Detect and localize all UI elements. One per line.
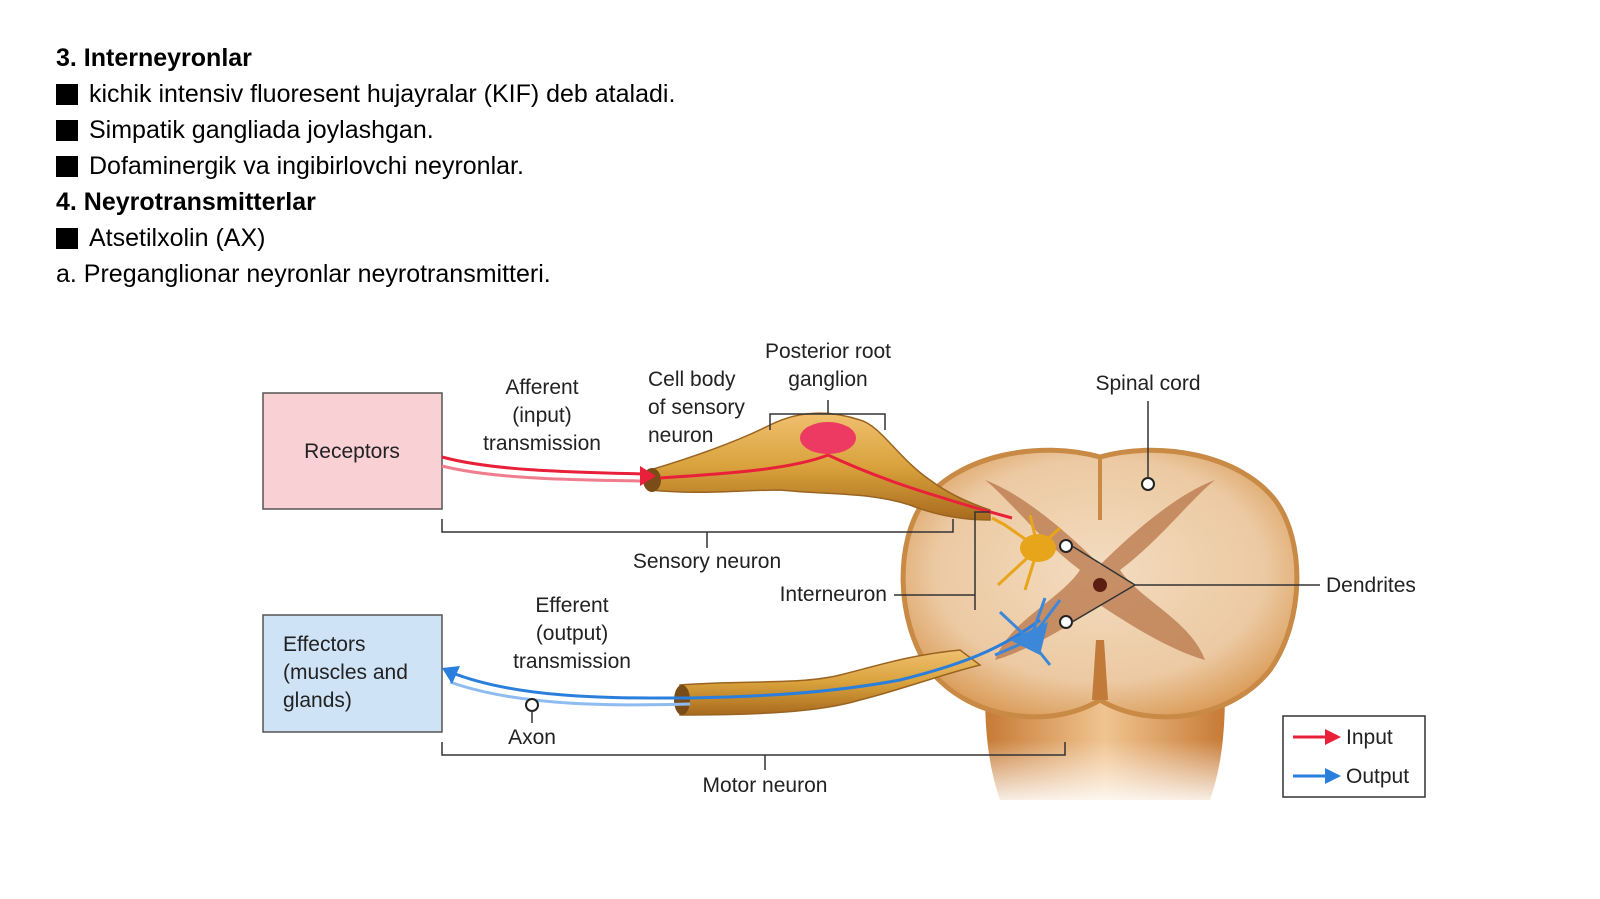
square-bullet-icon — [56, 227, 78, 249]
efferent-label: (output) — [536, 622, 608, 645]
square-bullet-icon — [56, 83, 78, 105]
axon-marker — [525, 698, 539, 712]
efferent-label: Efferent — [535, 594, 608, 617]
posterior-root-label: ganglion — [788, 368, 867, 391]
axon-label: Axon — [508, 726, 556, 749]
input-arrow-icon — [1325, 729, 1341, 745]
bullet-text: Atsetilxolin (AX) — [89, 224, 266, 252]
dendrites-label: Dendrites — [1326, 574, 1416, 597]
spinal-cord-label: Spinal cord — [1095, 372, 1200, 395]
afferent-label: (input) — [512, 404, 572, 427]
posterior-root-label: Posterior root — [765, 340, 891, 363]
cell-body-label: neuron — [648, 424, 713, 447]
list-item-a: a. Preganglionar neyronlar neyrotransmit… — [56, 260, 551, 288]
sensory-nerve — [643, 412, 991, 521]
motor-neuron-cell — [994, 597, 1062, 666]
effectors-box: Effectors (muscles and glands) — [262, 614, 443, 733]
legend-output-label: Output — [1346, 765, 1409, 788]
bullet-text: Simpatik gangliada joylashgan. — [89, 116, 434, 144]
motor-nerve — [674, 649, 982, 716]
heading-neurotransmitters: 4. Neyrotransmitterlar — [56, 188, 316, 216]
output-arrow-icon — [1325, 768, 1341, 784]
legend: Input Output — [1282, 715, 1426, 798]
leader-lines — [441, 400, 1320, 770]
slide-text: 3. Interneyronlar kichik intensiv fluore… — [56, 40, 956, 292]
interneuron-cell — [991, 514, 1062, 591]
bullet-item: Atsetilxolin (AX) — [56, 220, 956, 256]
receptors-label: Receptors — [304, 440, 400, 463]
heading-interneurons: 3. Interneyronlar — [56, 44, 252, 72]
square-bullet-icon — [56, 155, 78, 177]
cell-body-label: Cell body — [648, 368, 736, 391]
receptors-box: Receptors — [262, 392, 443, 510]
effectors-label: Effectors — [283, 633, 365, 656]
cell-body-label: of sensory — [648, 396, 745, 419]
bullet-item: Simpatik gangliada joylashgan. — [56, 112, 956, 148]
sensory-neuron-label: Sensory neuron — [633, 550, 781, 573]
bullet-item: Dofaminergik va ingibirlovchi neyronlar. — [56, 148, 956, 184]
effectors-label: glands) — [283, 689, 352, 712]
output-pathway — [442, 618, 1041, 707]
dendrite-marker — [1059, 615, 1073, 629]
efferent-label: transmission — [513, 650, 631, 673]
motor-neuron-label: Motor neuron — [703, 774, 828, 797]
afferent-label: transmission — [483, 432, 601, 455]
dendrite-marker — [1059, 539, 1073, 553]
bullet-item: kichik intensiv fluoresent hujayralar (K… — [56, 76, 956, 112]
bullet-text: kichik intensiv fluoresent hujayralar (K… — [89, 80, 676, 108]
square-bullet-icon — [56, 119, 78, 141]
legend-input-label: Input — [1346, 726, 1393, 749]
afferent-label: Afferent — [505, 376, 578, 399]
effectors-label: (muscles and — [283, 661, 408, 684]
bullet-text: Dofaminergik va ingibirlovchi neyronlar. — [89, 152, 524, 180]
spinal-cord-marker — [1141, 477, 1155, 491]
spinal-cord — [900, 447, 1300, 810]
interneuron-label: Interneuron — [780, 583, 887, 606]
